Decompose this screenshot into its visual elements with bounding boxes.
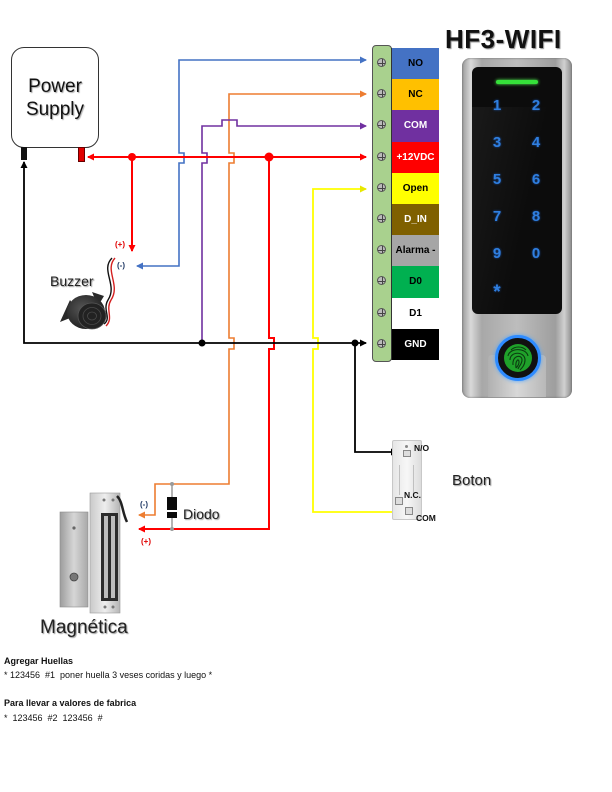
terminal-nc: NC (391, 79, 439, 111)
power-supply-positive-terminal (78, 147, 85, 162)
junction-dot (264, 152, 274, 162)
keypad-panel (472, 67, 562, 314)
button-screw-icon (405, 445, 408, 448)
key-7[interactable]: 7 (492, 208, 502, 225)
status-led (496, 80, 538, 84)
terminal-12vdc: +12VDC (391, 141, 439, 173)
junction-dot (351, 339, 359, 347)
fingerprint-sensor[interactable] (495, 335, 541, 381)
instruction-title-factory-reset: Para llevar a valores de fabrica (4, 698, 137, 708)
screw-icon (377, 89, 386, 98)
instruction-text-factory-reset: * 123456 #2 123456 # (4, 713, 103, 723)
power-supply-label-line2: Supply (25, 98, 85, 120)
key-3[interactable]: 3 (492, 134, 502, 151)
button-nc-tag: N.C. (404, 490, 421, 500)
power-supply-label-line1: Power (28, 75, 82, 97)
key-5[interactable]: 5 (492, 171, 502, 188)
magnet-negative-tag: (-) (140, 500, 148, 509)
fingerprint-icon (504, 344, 532, 372)
buzzer-positive-tag: (+) (115, 240, 125, 249)
screw-icon (377, 276, 386, 285)
terminal-open: Open (391, 172, 439, 204)
wire-gnd-button-branch (354, 343, 398, 456)
screw-icon (377, 214, 386, 223)
wire-com-purple (201, 119, 367, 343)
screw-icon (377, 339, 386, 348)
button-ridge (399, 465, 400, 495)
terminal-no: NO (391, 48, 439, 80)
magnet-positive-tag: (+) (141, 537, 151, 546)
instruction-title-add-fingerprints: Agregar Huellas (4, 656, 74, 666)
junction-dot (198, 339, 206, 347)
key-9[interactable]: 9 (492, 245, 502, 262)
screw-icon (377, 58, 386, 67)
diode-icon (167, 482, 177, 531)
terminal-gnd: GND (391, 328, 439, 360)
power-supply-negative-terminal (21, 147, 27, 160)
wire-gnd-black (20, 161, 367, 347)
device-title: HF3-WIFI (445, 24, 562, 54)
screw-icon (377, 245, 386, 254)
instruction-text-add-fingerprints: * 123456 #1 poner huella 3 veses coridas… (4, 670, 213, 680)
key-2[interactable]: 2 (531, 97, 541, 114)
key-6[interactable]: 6 (531, 171, 541, 188)
diode-label: Diodo (183, 506, 220, 522)
junction-dot (128, 153, 136, 161)
screw-icon (377, 183, 386, 192)
key-4[interactable]: 4 (531, 134, 541, 151)
button-no-contact-icon (403, 450, 411, 457)
wire-no-blue (136, 56, 367, 270)
button-ridge (413, 465, 414, 495)
key-0[interactable]: 0 (531, 245, 541, 262)
terminal-com: COM (391, 110, 439, 142)
power-supply: Power Supply (11, 47, 99, 148)
button-com-tag: COM (416, 513, 436, 523)
button-label: Boton (452, 472, 492, 489)
exit-button-module (392, 440, 422, 520)
screw-icon (377, 152, 386, 161)
terminal-alarma: Alarma - (391, 235, 439, 267)
button-nc-contact-icon (395, 497, 403, 505)
buzzer-label: Buzzer (50, 273, 94, 289)
buzzer-icon (60, 257, 116, 330)
magnetic-lock-icon (59, 492, 129, 614)
screw-icon (377, 308, 386, 317)
terminal-d0: D0 (391, 266, 439, 298)
key-star[interactable]: * (493, 282, 501, 303)
terminal-d1: D1 (391, 297, 439, 329)
buzzer-negative-tag: (-) (117, 261, 125, 270)
key-8[interactable]: 8 (531, 208, 541, 225)
magnet-label: Magnética (40, 617, 128, 638)
key-1[interactable]: 1 (492, 97, 502, 114)
screw-icon (377, 120, 386, 129)
button-no-tag: N/O (414, 443, 430, 453)
button-com-contact-icon (405, 507, 413, 515)
terminal-d-in: D_IN (391, 204, 439, 236)
